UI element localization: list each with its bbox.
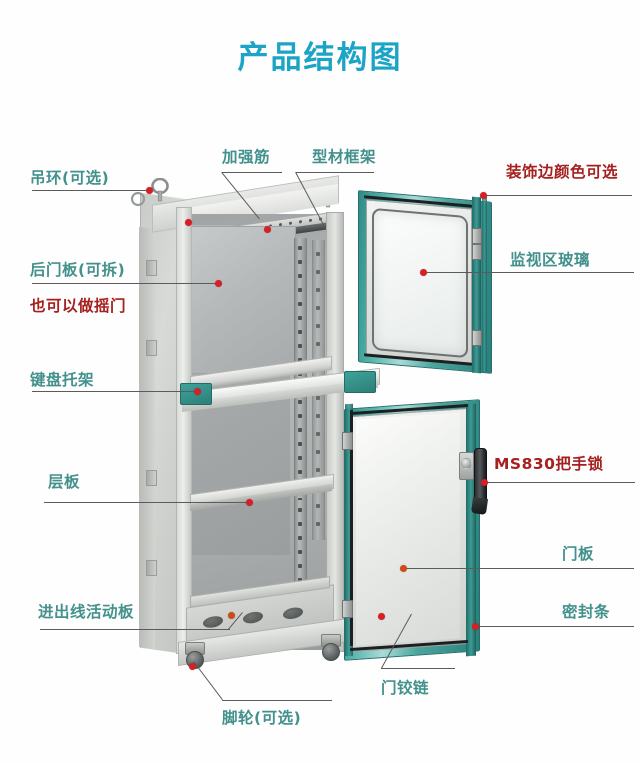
- marker-keyboard-tray: [194, 388, 201, 395]
- leader-cable-entry-plate: [40, 629, 230, 630]
- label-door-hinge: 门铰链: [381, 679, 430, 697]
- marker-rear-door-panel: [215, 280, 222, 287]
- lock-cylinder-icon: [461, 458, 472, 469]
- lower-door-decorative-trim-edge: [466, 403, 476, 657]
- upper-door-hinge-top2: [472, 244, 482, 260]
- keyboard-tray-bracket-right: [344, 371, 376, 393]
- lower-door-inner-surface: [356, 412, 460, 646]
- leader-rear-door-panel: [32, 283, 217, 284]
- leader-profile-frame: [296, 172, 374, 173]
- leader-shelf: [44, 502, 248, 503]
- profile-frame-post-left: [176, 207, 192, 654]
- lifting-ring-icon-rear: [130, 192, 146, 207]
- handle-grip[interactable]: [470, 497, 489, 515]
- label-rear-door-panel: 后门板(可拆): [30, 261, 126, 279]
- rack-rail-lower: [294, 500, 307, 596]
- marker-lifting-ring: [146, 187, 153, 194]
- rear-panel-fastener-bottom: [146, 560, 157, 576]
- page-title: 产品结构图: [237, 40, 403, 76]
- label-sealing-strip: 密封条: [562, 603, 611, 621]
- leader-caster: [222, 700, 332, 701]
- monitoring-viewing-glass: [372, 207, 468, 359]
- marker-shelf: [246, 499, 253, 506]
- rear-door-panel-plate: [190, 226, 296, 374]
- lifting-ring-icon-left: [151, 178, 169, 202]
- upper-door-hinge-bottom: [472, 330, 482, 346]
- rear-panel-fastener-low: [146, 470, 157, 486]
- upper-door-outer-trim: [482, 195, 487, 373]
- label-keyboard-tray: 键盘托架: [30, 371, 95, 389]
- marker-sealing-strip: [472, 623, 479, 630]
- leader-handle-lock: [487, 482, 635, 483]
- marker-door-panel: [400, 565, 407, 572]
- leader-sealing-strip: [478, 626, 634, 627]
- label-shelf: 层板: [48, 473, 81, 491]
- label-reinforcing-rib: 加强筋: [222, 148, 271, 166]
- upper-door-decorative-trim-edge: [472, 196, 481, 374]
- leader-viewing-glass: [424, 272, 634, 273]
- cabinet-rear-edge: [139, 226, 155, 650]
- marker-cable-entry-plate: [228, 612, 235, 619]
- label-profile-frame: 型材框架: [312, 148, 377, 166]
- marker-profile-frame: [264, 226, 271, 233]
- rear-panel-fastener-mid: [146, 340, 157, 356]
- leader-door-hinge: [381, 668, 455, 669]
- caster-front-right: [318, 634, 342, 661]
- label-swing-door-note: 也可以做摇门: [30, 297, 127, 315]
- marker-reinforcing-rib: [185, 219, 192, 226]
- door-hinge-upper: [342, 432, 353, 450]
- label-handle-lock: MS830把手锁: [494, 455, 604, 473]
- marker-caster: [189, 663, 196, 670]
- label-cable-entry-plate: 进出线活动板: [38, 603, 135, 621]
- marker-handle-lock: [481, 479, 488, 486]
- door-hinge-lower: [342, 600, 353, 618]
- label-trim-color-option: 装饰边颜色可选: [506, 163, 619, 181]
- leader-trim-color-option: [486, 195, 632, 196]
- leader-keyboard-tray: [32, 391, 197, 392]
- label-door-panel: 门板: [562, 545, 595, 563]
- label-caster: 脚轮(可选): [222, 709, 302, 727]
- marker-trim-color-option: [480, 192, 487, 199]
- marker-door-hinge: [378, 613, 385, 620]
- label-lifting-ring: 吊环(可选): [30, 169, 110, 187]
- upper-door-hinge-top: [472, 228, 482, 244]
- label-viewing-glass: 监视区玻璃: [510, 251, 591, 269]
- leader-lifting-ring: [32, 190, 150, 191]
- leader-reinforcing-rib: [222, 172, 282, 173]
- marker-viewing-glass: [420, 269, 427, 276]
- rear-panel-fastener-top: [146, 260, 157, 276]
- leader-door-panel: [404, 568, 634, 569]
